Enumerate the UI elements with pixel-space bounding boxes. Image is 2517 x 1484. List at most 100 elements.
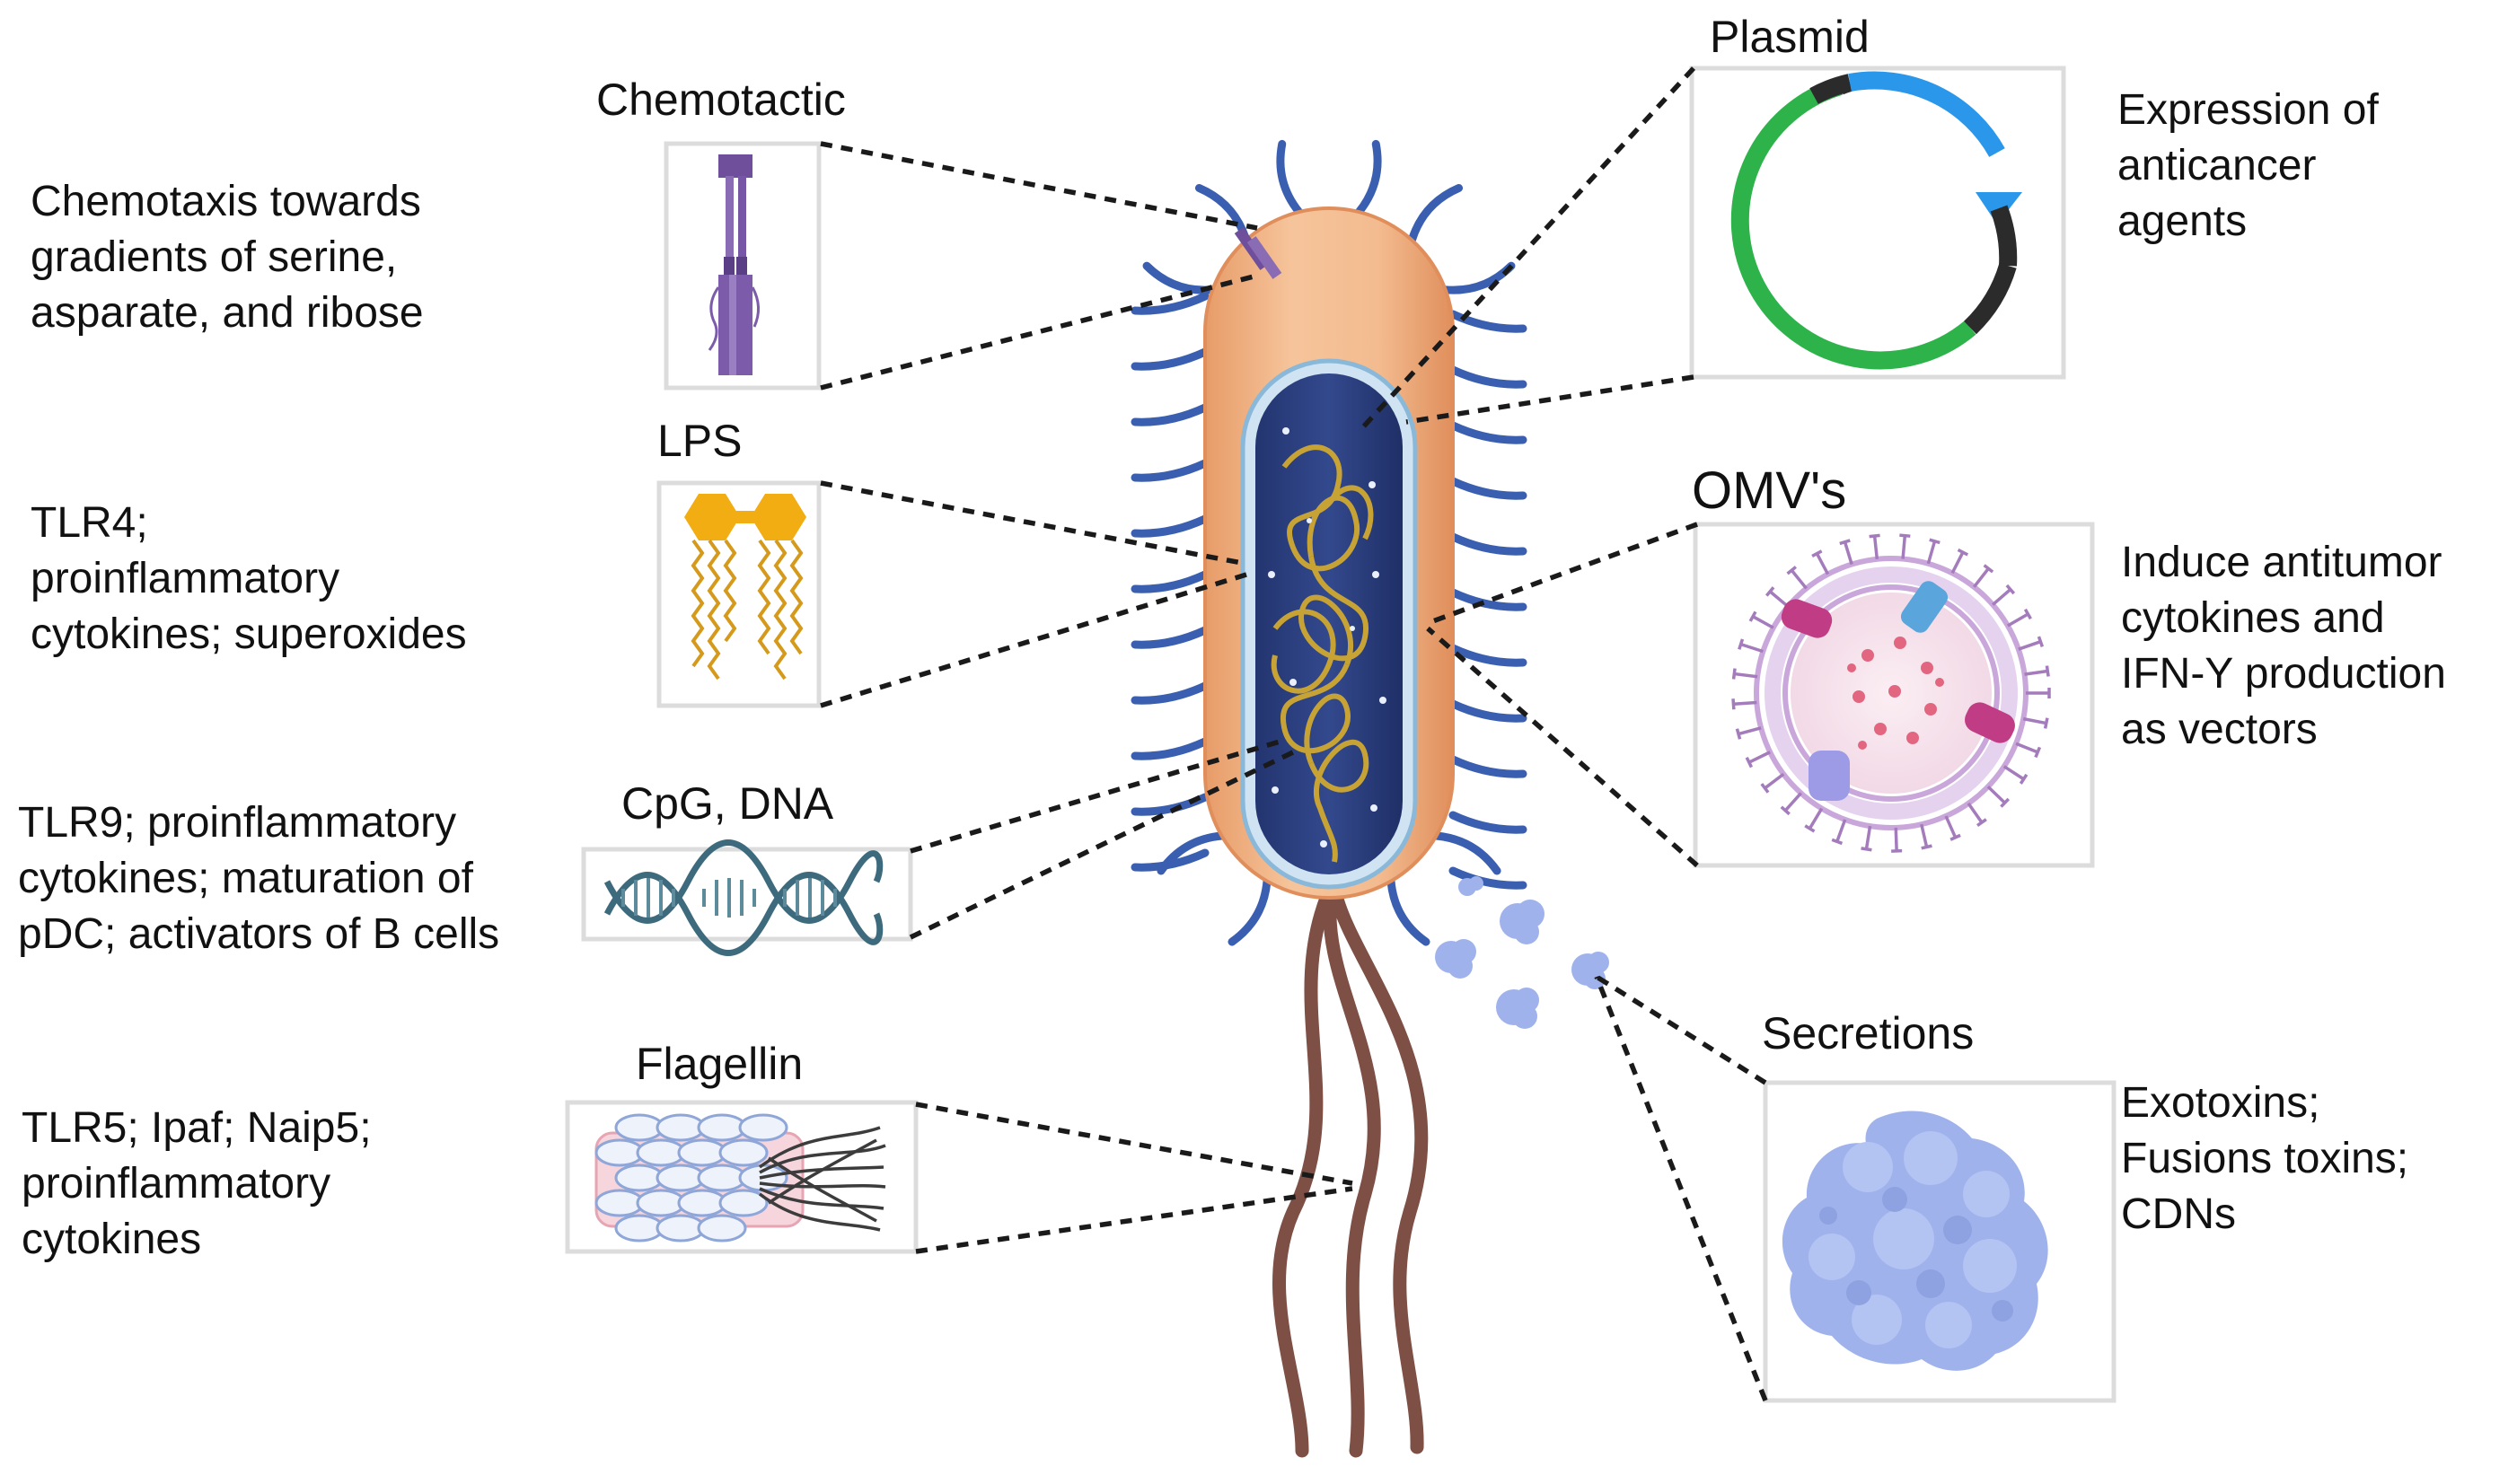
- fimbria: [1448, 755, 1527, 778]
- lps-spike: [1740, 642, 1764, 654]
- lps-spike-tip: [1976, 818, 1987, 828]
- omv-surface-spikes: [1731, 533, 2051, 853]
- omv-desc-line: as vectors: [2121, 706, 2318, 753]
- fimbria: [1448, 699, 1527, 723]
- omv-box: [1693, 522, 2095, 868]
- secretions-desc-line: Exotoxins;: [2121, 1079, 2319, 1127]
- lps-spike: [2024, 669, 2048, 676]
- lps-spike: [1944, 815, 1958, 839]
- lps-spike-tip: [1780, 805, 1791, 816]
- fimbria: [1448, 365, 1527, 389]
- lps-spike: [1872, 535, 1879, 560]
- dna-helix-icon: [603, 839, 884, 956]
- fimbria: [1448, 477, 1527, 500]
- chemoreceptor-box: [664, 141, 822, 391]
- lps-spike: [1950, 551, 1965, 575]
- plasmid-desc-line: Expression of: [2117, 86, 2379, 134]
- cpg-description: TLR9; proinflammatory cytokines; maturat…: [18, 799, 499, 958]
- fimbria: [1276, 139, 1304, 216]
- fimbria: [1131, 514, 1210, 538]
- lps-spike-tip: [1735, 728, 1742, 740]
- fimbria: [1448, 644, 1527, 667]
- lps-spike-tip: [2034, 746, 2042, 759]
- flagellin-desc-line: TLR5; Ipaf; Naip5;: [22, 1104, 372, 1152]
- lps-spike: [2018, 640, 2041, 651]
- flagellin-box: [565, 1100, 919, 1254]
- lps-spike-tip: [1731, 668, 1737, 680]
- secreted-protein-icon: [1782, 1111, 2048, 1371]
- lps-spike-tip: [1831, 838, 1844, 846]
- fimbria: [1131, 737, 1210, 760]
- fimbria: [1157, 831, 1226, 875]
- cpg-desc-line: TLR9; proinflammatory: [18, 799, 456, 847]
- fimbria: [1131, 292, 1210, 315]
- flagellin-description: TLR5; Ipaf; Naip5; proinflammatory cytok…: [22, 1104, 372, 1263]
- lps-spike: [1738, 726, 1762, 736]
- lipopolysaccharide-icon: [684, 494, 806, 681]
- flagellin-desc-line: cytokines: [22, 1216, 201, 1263]
- lps-spike: [1815, 552, 1830, 575]
- leader-lines: [820, 66, 1768, 1402]
- fimbria: [1441, 261, 1516, 294]
- dna-box: [581, 839, 913, 956]
- lps-spike-tip: [1899, 533, 1911, 538]
- fimbria: [1131, 459, 1210, 482]
- lps-desc-line: proinflammatory: [31, 555, 339, 602]
- lps-spike-tip: [1786, 566, 1798, 575]
- chemotaxis-description: Chemotaxis towards gradients of serine, …: [31, 178, 424, 337]
- lps-spike: [1926, 540, 1937, 565]
- plasmid-ring-icon: [1730, 71, 2022, 370]
- fimbria: [1448, 310, 1527, 333]
- lps-spike: [1901, 535, 1907, 559]
- lps-spike-tip: [1861, 847, 1872, 852]
- lps-spike-tip: [1760, 783, 1770, 794]
- fimbria: [1131, 626, 1210, 649]
- omv-desc-line: cytokines and: [2121, 594, 2385, 642]
- chemoreceptor-icon: [708, 154, 760, 375]
- lps-spike: [1967, 802, 1984, 824]
- lps-spike: [1808, 807, 1824, 830]
- lps-spike-tip: [1839, 539, 1851, 546]
- fimbria: [1142, 261, 1217, 294]
- bacterium-icon: [1131, 139, 1527, 1458]
- plasmid-label: Plasmid: [1710, 12, 1870, 62]
- plasmid-box: [1689, 66, 2066, 380]
- nucleoid-dna: [1271, 444, 1374, 863]
- lps-desc-line: TLR4;: [31, 499, 148, 547]
- fimbria: [1432, 831, 1501, 875]
- secretions-label: Secretions: [1762, 1008, 1974, 1058]
- fimbria: [1448, 421, 1527, 444]
- flagellin-filament-icon: [594, 1113, 886, 1243]
- lps-spike-tip: [2019, 773, 2029, 785]
- lps-desc-line: cytokines; superoxides: [31, 610, 467, 658]
- lps-spike-tip: [1765, 586, 1775, 597]
- outer-membrane-vesicle-icon: [1731, 533, 2051, 853]
- lps-spike-tip: [1745, 756, 1754, 768]
- lps-spike: [1748, 751, 1771, 764]
- plasmid-desc-line: agents: [2117, 198, 2247, 245]
- lps-box: [656, 480, 822, 708]
- lps-label: LPS: [657, 416, 743, 466]
- lps-spike-tip: [2005, 584, 2016, 595]
- chemotactic-label: Chemotactic: [596, 75, 846, 125]
- fimbria: [1448, 588, 1527, 611]
- fimbria: [1386, 877, 1430, 946]
- fimbria: [1354, 139, 1382, 216]
- flagellin-label: Flagellin: [636, 1039, 803, 1089]
- cpg-desc-line: pDC; activators of B cells: [18, 910, 499, 958]
- lps-spike: [1894, 827, 1898, 851]
- lps-spike: [1864, 825, 1872, 850]
- secretions-desc-line: Fusions toxins;: [2121, 1135, 2408, 1182]
- omv-desc-line: Induce antitumor: [2121, 539, 2442, 586]
- lps-spike-tip: [1811, 549, 1823, 558]
- lps-spike-tip: [2000, 797, 2011, 808]
- lps-spike: [1769, 590, 1790, 608]
- lps-spike: [2015, 742, 2038, 754]
- chemotaxis-desc-line: asparate, and ribose: [31, 289, 424, 337]
- secretion-particles: [1435, 876, 1609, 1029]
- fimbria: [1131, 347, 1210, 371]
- flagella: [1272, 889, 1429, 1458]
- fimbria: [1407, 183, 1464, 244]
- lps-spike-tip: [1869, 533, 1880, 539]
